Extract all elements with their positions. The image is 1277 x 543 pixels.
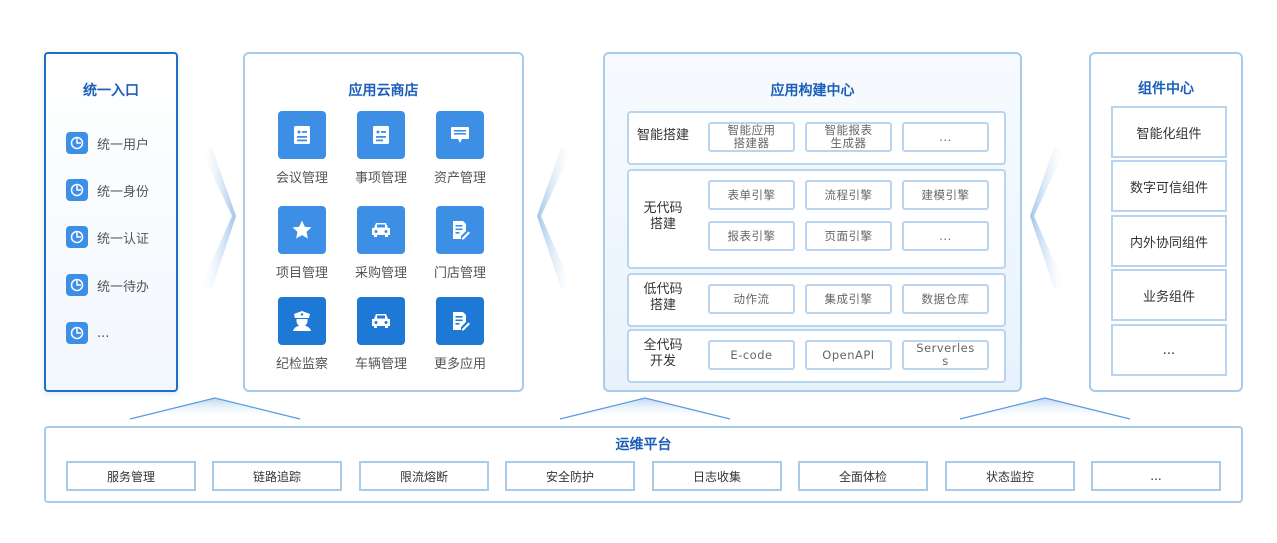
app-vehicle-management[interactable]: 车辆管理 [346, 297, 416, 372]
chip-report-engine[interactable]: 报表引擎 [708, 221, 795, 251]
build-row-low-code: 低代码 搭建 动作流 集成引擎 数据仓库 [627, 273, 1006, 327]
component-digital-trust[interactable]: 数字可信组件 [1111, 160, 1227, 212]
chip-ecode[interactable]: E-code [708, 340, 795, 370]
star-icon [278, 206, 326, 254]
ops-rate-limit-circuit-break[interactable]: 限流熔断 [359, 461, 489, 491]
component-more[interactable]: ... [1111, 324, 1227, 376]
pie-chart-icon [66, 226, 88, 248]
entry-item-unified-user[interactable]: 统一用户 [66, 131, 149, 155]
app-store-management[interactable]: 门店管理 [425, 206, 495, 281]
chip-data-warehouse[interactable]: 数据仓库 [902, 284, 989, 314]
app-label: 纪检监察 [275, 357, 328, 372]
build-row-label: 全代码 开发 [643, 338, 683, 369]
component-center-title: 组件中心 [1138, 81, 1194, 97]
app-label: 门店管理 [433, 266, 486, 281]
entry-item-label: 统一身份 [97, 184, 150, 200]
app-store-title: 应用云商店 [348, 83, 419, 99]
app-label: 会议管理 [275, 171, 328, 186]
presentation-board-icon [436, 111, 484, 159]
chip-integration-engine[interactable]: 集成引擎 [805, 284, 892, 314]
entry-item-label: 统一用户 [97, 137, 150, 153]
police-officer-icon [278, 297, 326, 345]
chip-workflow-engine[interactable]: 流程引擎 [805, 180, 892, 210]
pie-chart-icon [66, 274, 88, 296]
support-triangle-1 [130, 398, 300, 419]
app-label: 车辆管理 [354, 357, 407, 372]
build-row-full-code: 全代码 开发 E-code OpenAPI Serverles s [627, 329, 1006, 383]
app-meeting-management[interactable]: 会议管理 [267, 111, 337, 186]
id-card-icon [357, 111, 405, 159]
chip-more[interactable]: ... [902, 122, 989, 152]
component-intelligent[interactable]: 智能化组件 [1111, 106, 1227, 158]
component-center-panel: 组件中心 智能化组件 数字可信组件 内外协同组件 业务组件 ... [1089, 52, 1243, 392]
build-row-label: 智能搭建 [636, 128, 689, 143]
pie-chart-icon [66, 132, 88, 154]
document-card-icon [278, 111, 326, 159]
app-build-center-title: 应用构建中心 [770, 83, 855, 99]
entry-item-unified-identity[interactable]: 统一身份 [66, 178, 149, 202]
chip-openapi[interactable]: OpenAPI [805, 340, 892, 370]
build-row-no-code: 无代码 搭建 表单引擎 流程引擎 建模引擎 报表引擎 页面引擎 ... [627, 169, 1006, 269]
entry-item-unified-todo[interactable]: 统一待办 [66, 273, 149, 297]
app-label: 采购管理 [354, 266, 407, 281]
entry-item-label: ... [97, 325, 110, 341]
chevron-arrow-right-1 [200, 148, 236, 288]
component-business[interactable]: 业务组件 [1111, 269, 1227, 321]
pie-chart-icon [66, 179, 88, 201]
entry-item-unified-auth[interactable]: 统一认证 [66, 225, 149, 249]
car-icon [357, 297, 405, 345]
app-discipline-inspection[interactable]: 纪检监察 [267, 297, 337, 372]
chip-smart-report-generator[interactable]: 智能报表 生成器 [805, 122, 892, 152]
unified-entry-panel: 统一入口 统一用户 统一身份 统一认证 统一待办 ... [44, 52, 178, 392]
chip-page-engine[interactable]: 页面引擎 [805, 221, 892, 251]
entry-item-more[interactable]: ... [66, 321, 109, 345]
ops-more[interactable]: ... [1091, 461, 1221, 491]
app-matter-management[interactable]: 事项管理 [346, 111, 416, 186]
app-project-management[interactable]: 项目管理 [267, 206, 337, 281]
ops-security-protection[interactable]: 安全防护 [505, 461, 635, 491]
app-label: 事项管理 [354, 171, 407, 186]
edit-document-icon [436, 297, 484, 345]
component-collaboration[interactable]: 内外协同组件 [1111, 215, 1227, 267]
chevron-arrow-left-2 [1030, 148, 1066, 288]
ops-full-checkup[interactable]: 全面体检 [798, 461, 928, 491]
chip-serverless[interactable]: Serverles s [902, 340, 989, 370]
app-more-applications[interactable]: 更多应用 [425, 297, 495, 372]
chevron-arrow-left-1 [537, 148, 573, 288]
chip-action-flow[interactable]: 动作流 [708, 284, 795, 314]
chip-modeling-engine[interactable]: 建模引擎 [902, 180, 989, 210]
pie-chart-icon [66, 322, 88, 344]
support-triangle-3 [960, 398, 1130, 419]
app-label: 资产管理 [433, 171, 486, 186]
app-store-panel: 应用云商店 会议管理 事项管理 资产管理 项目管理 采购管理 门店管理 纪检监察… [243, 52, 524, 392]
app-label: 更多应用 [433, 357, 486, 372]
support-triangle-2 [560, 398, 730, 419]
ops-status-monitoring[interactable]: 状态监控 [945, 461, 1075, 491]
chip-smart-app-builder[interactable]: 智能应用 搭建器 [708, 122, 795, 152]
chip-more[interactable]: ... [902, 221, 989, 251]
app-build-center-panel: 应用构建中心 智能搭建 智能应用 搭建器 智能报表 生成器 ... 无代码 搭建… [603, 52, 1022, 392]
app-label: 项目管理 [275, 266, 328, 281]
app-asset-management[interactable]: 资产管理 [425, 111, 495, 186]
build-row-smart: 智能搭建 智能应用 搭建器 智能报表 生成器 ... [627, 111, 1006, 165]
chip-form-engine[interactable]: 表单引擎 [708, 180, 795, 210]
app-procurement-management[interactable]: 采购管理 [346, 206, 416, 281]
build-row-label: 无代码 搭建 [643, 201, 683, 232]
build-row-label: 低代码 搭建 [643, 282, 683, 313]
entry-item-label: 统一认证 [97, 231, 150, 247]
ops-trace-tracking[interactable]: 链路追踪 [212, 461, 342, 491]
entry-item-label: 统一待办 [97, 279, 150, 295]
ops-platform-panel: 运维平台 服务管理 链路追踪 限流熔断 安全防护 日志收集 全面体检 状态监控 … [44, 426, 1243, 503]
ops-platform-title: 运维平台 [615, 437, 672, 453]
ops-log-collection[interactable]: 日志收集 [652, 461, 782, 491]
unified-entry-title: 统一入口 [83, 83, 139, 99]
ops-service-management[interactable]: 服务管理 [66, 461, 196, 491]
edit-document-icon [436, 206, 484, 254]
car-icon [357, 206, 405, 254]
